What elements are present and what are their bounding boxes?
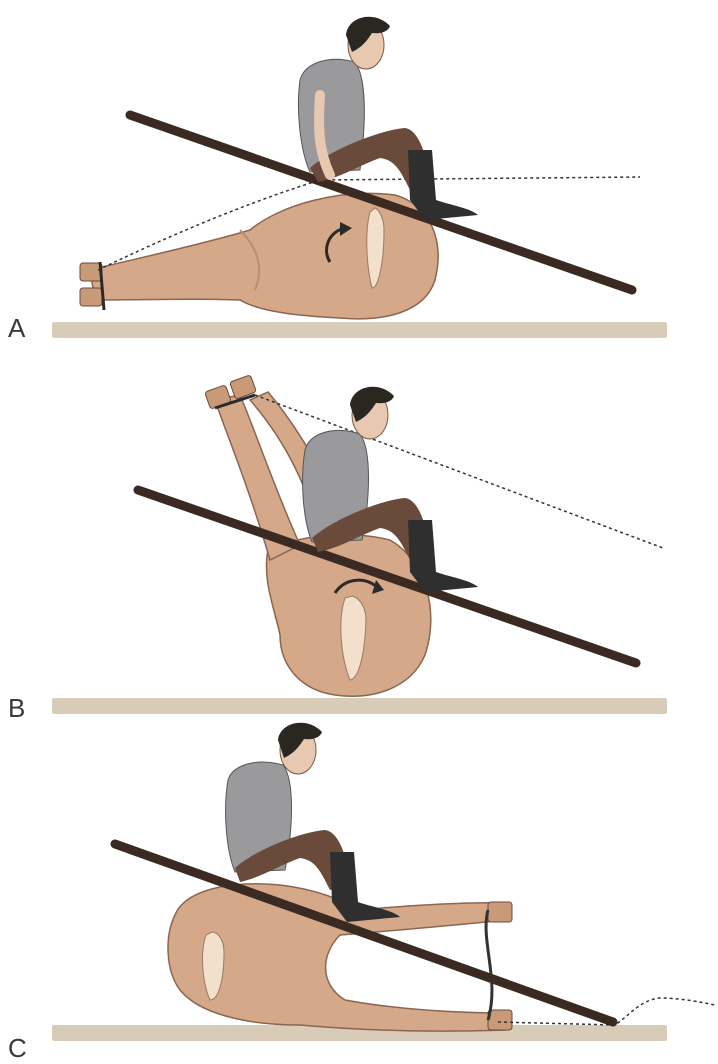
ground-bar: [52, 322, 667, 338]
illustration-panel-a: [0, 0, 718, 350]
panel-b: B: [0, 350, 718, 720]
panel-a: A: [0, 0, 718, 350]
hoof: [80, 263, 102, 281]
illustration-panel-c: [0, 720, 718, 1055]
hoof: [488, 1010, 512, 1030]
hoof: [80, 288, 102, 306]
person-figure: [298, 17, 478, 220]
illustration-panel-b: [0, 350, 718, 720]
panel-c: C: [0, 720, 718, 1055]
panel-label-c: C: [8, 1033, 27, 1064]
panel-label-a: A: [8, 313, 25, 344]
horse-figure: [80, 193, 438, 318]
ground-bar: [52, 698, 667, 714]
hoof: [488, 902, 512, 922]
